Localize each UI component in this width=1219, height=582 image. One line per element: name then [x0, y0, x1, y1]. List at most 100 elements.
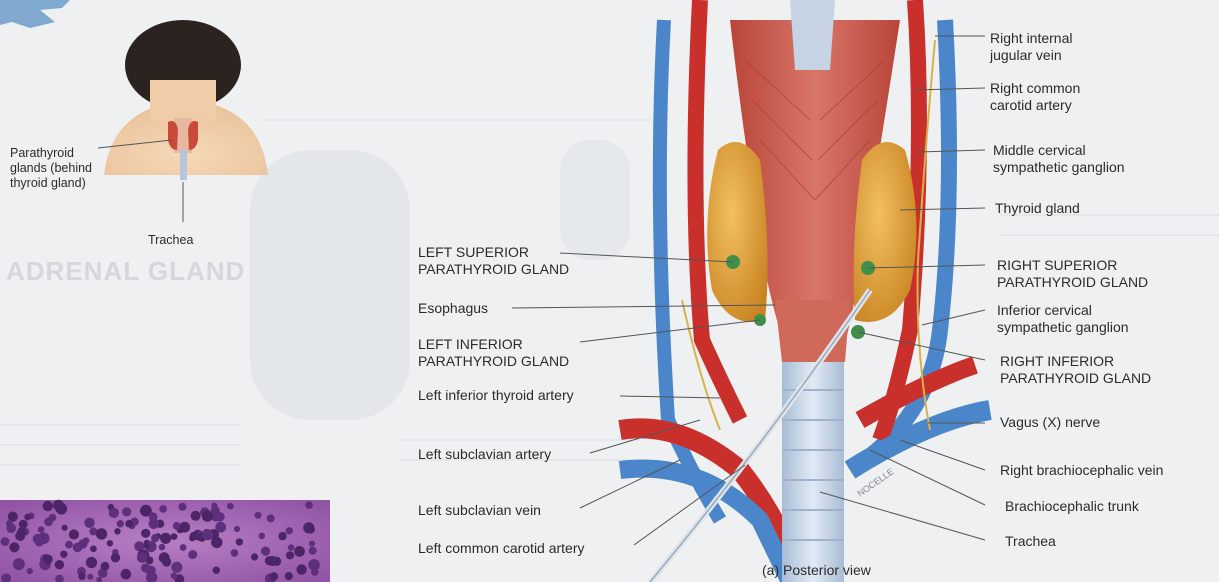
histology-nucleus [236, 538, 243, 545]
histology-nucleus [294, 546, 305, 557]
histology-nucleus [162, 557, 171, 566]
histology-nucleus [171, 562, 182, 573]
right-internal-jugular-label: Right internal jugular vein [990, 30, 1073, 64]
histology-nucleus [65, 541, 73, 549]
histology-nucleus [159, 544, 166, 551]
histology-nucleus [19, 520, 28, 529]
histology-nucleus [111, 553, 120, 562]
histology-nucleus [288, 544, 295, 551]
right-inferior-parathyroid-label: RIGHT INFERIOR PARATHYROID GLAND [1000, 353, 1151, 387]
histology-nucleus [141, 529, 150, 538]
histology-nucleus [188, 550, 197, 559]
thyroid-gland-label: Thyroid gland [995, 200, 1080, 217]
histology-nucleus [215, 522, 226, 533]
histology-nucleus [267, 556, 277, 566]
histology-nucleus [24, 514, 31, 521]
middle-cervical-ganglion-label: Middle cervical sympathetic ganglion [993, 142, 1125, 176]
histology-nucleus [286, 551, 294, 559]
histology-nucleus [296, 564, 306, 574]
histology-nucleus [278, 532, 286, 540]
vagus-nerve-label: Vagus (X) nerve [1000, 414, 1100, 431]
histology-nucleus [90, 546, 97, 553]
histology-nucleus [43, 555, 53, 565]
histology-nucleus [285, 572, 293, 580]
histology-nucleus [87, 574, 93, 580]
histology-nucleus [73, 543, 83, 553]
histology-nucleus [259, 533, 266, 540]
histology-nucleus [78, 573, 85, 580]
histology-nucleus [267, 514, 275, 522]
background-heading: ADRENAL GLAND [6, 256, 245, 287]
histology-nucleus [160, 533, 171, 544]
histology-nucleus [6, 520, 13, 527]
left-subclavian-vein-label: Left subclavian vein [418, 502, 541, 519]
histology-nucleus [227, 503, 234, 510]
histology-nucleus [251, 553, 258, 560]
histology-nucleus [137, 552, 148, 563]
histology-nucleus [1, 537, 10, 546]
inset-parathyroid-label: Parathyroid glands (behind thyroid gland… [10, 146, 92, 191]
histology-nucleus [53, 500, 64, 511]
histology-nucleus [234, 526, 240, 532]
histology-nucleus [261, 547, 270, 556]
histology-nucleus [9, 542, 19, 552]
histology-nucleus [101, 562, 110, 571]
right-common-carotid-label: Right common carotid artery [990, 80, 1080, 114]
inset-trachea-label: Trachea [148, 233, 193, 248]
histology-nucleus [38, 526, 45, 533]
histology-nucleus [149, 519, 160, 530]
histology-nucleus [305, 501, 313, 509]
histology-nucleus [159, 505, 167, 513]
histology-nucleus [270, 572, 278, 580]
histology-nucleus [121, 569, 132, 580]
histology-nucleus [286, 527, 293, 534]
histology-nucleus [86, 557, 97, 568]
histology-nucleus [309, 541, 315, 547]
posterior-neck-illustration [620, 0, 990, 582]
histology-nucleus [255, 512, 262, 519]
left-inferior-thyroid-artery-label: Left inferior thyroid artery [418, 387, 574, 404]
right-trachea-label: Trachea [1005, 533, 1056, 550]
histology-nucleus [144, 543, 150, 549]
histology-nucleus [117, 520, 124, 527]
inferior-cervical-ganglion-label: Inferior cervical sympathetic ganglion [997, 302, 1129, 336]
histology-nucleus [122, 507, 131, 516]
histology-nucleus [43, 501, 53, 511]
histology-nucleus [231, 549, 239, 557]
brachiocephalic-trunk-label: Brachiocephalic trunk [1005, 498, 1139, 515]
histology-nucleus [211, 503, 217, 509]
right-brachiocephalic-vein-label: Right brachiocephalic vein [1000, 462, 1163, 479]
histology-nucleus [171, 533, 178, 540]
esophagus-label: Esophagus [418, 300, 488, 317]
histology-nucleus [179, 522, 190, 533]
histology-nucleus [13, 558, 25, 570]
figure-caption: (a) Posterior view [762, 562, 871, 578]
inset-head-neck [98, 20, 268, 222]
histology-nucleus [191, 511, 201, 521]
left-subclavian-artery-label: Left subclavian artery [418, 446, 551, 463]
histology-nucleus [311, 568, 318, 575]
histology-nucleus [27, 568, 33, 574]
left-superior-parathyroid-label: LEFT SUPERIOR PARATHYROID GLAND [418, 244, 569, 278]
histology-nucleus [60, 551, 67, 558]
histology-nucleus [33, 534, 44, 545]
histology-nucleus [189, 535, 196, 542]
histology-nucleus [109, 508, 119, 518]
histology-nucleus [114, 528, 120, 534]
histology-nucleus [145, 566, 154, 575]
left-common-carotid-label: Left common carotid artery [418, 540, 585, 557]
histology-nucleus [125, 520, 133, 528]
histology-nucleus [202, 510, 213, 521]
histology-nucleus [49, 514, 57, 522]
histology-nucleus [202, 529, 213, 540]
histology-nucleus [309, 547, 317, 555]
histology-nucleus [83, 537, 90, 544]
histology-nucleus [84, 518, 94, 528]
histology-nucleus [55, 560, 64, 569]
histology-nucleus [69, 529, 79, 539]
histology-nucleus [96, 528, 107, 539]
right-superior-parathyroid-label: RIGHT SUPERIOR PARATHYROID GLAND [997, 257, 1148, 291]
histology-nucleus [151, 534, 159, 542]
histology-nucleus [107, 540, 113, 546]
